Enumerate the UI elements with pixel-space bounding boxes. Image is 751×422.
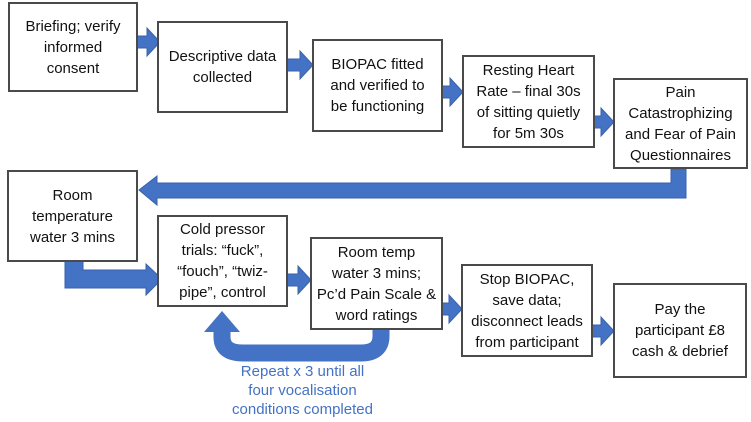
loop-arrow-repeat — [204, 311, 390, 362]
arrow-biopac-to-restinghr — [441, 76, 464, 108]
step-room-temp-water-2: Room temp water 3 mins; Pc’d Pain Scale … — [310, 237, 443, 330]
arrow-coldpressor-to-roomtemp2 — [286, 264, 312, 296]
step-room-temp-water-1: Room temperature water 3 mins — [7, 170, 138, 262]
step-biopac-fitted: BIOPAC fitted and verified to be functio… — [312, 39, 443, 132]
step-descriptive-data: Descriptive data collected — [157, 21, 288, 113]
loop-note: Repeat x 3 until all four vocalisation c… — [232, 363, 373, 418]
step-pay-participant-text: Pay the participant £8 cash & debrief — [632, 301, 728, 360]
step-room-temp-water-1-text: Room temperature water 3 mins — [29, 186, 116, 246]
step-stop-biopac-text: Stop BIOPAC, save data; disconnect leads… — [471, 270, 583, 351]
arrow-stopbiopac-to-pay — [591, 315, 615, 347]
step-briefing-text: Briefing; verify informed consent — [25, 17, 121, 77]
step-briefing: Briefing; verify informed consent — [8, 2, 138, 92]
step-stop-biopac: Stop BIOPAC, save data; disconnect leads… — [461, 264, 593, 357]
step-pay-participant: Pay the participant £8 cash & debrief — [613, 283, 747, 378]
arrow-roomtemp2-to-stopbiopac — [441, 293, 463, 325]
step-pain-questionnaires: Pain Catastrophizing and Fear of Pain Qu… — [613, 78, 748, 169]
step-resting-heart-rate-text: Resting Heart Rate – final 30s of sittin… — [476, 61, 581, 142]
step-cold-pressor-trials: Cold pressor trials: “fuck”, “fouch”, “t… — [157, 215, 288, 307]
step-biopac-fitted-text: BIOPAC fitted and verified to be functio… — [330, 56, 425, 115]
step-room-temp-water-2-text: Room temp water 3 mins; Pc’d Pain Scale … — [316, 243, 437, 324]
step-descriptive-data-text: Descriptive data collected — [168, 48, 277, 86]
step-pain-questionnaires-text: Pain Catastrophizing and Fear of Pain Qu… — [625, 83, 736, 164]
step-resting-heart-rate: Resting Heart Rate – final 30s of sittin… — [462, 55, 595, 148]
arrow-questionnaires-to-roomtemp1 — [138, 168, 687, 207]
arrow-restinghr-to-questionnaires — [593, 106, 615, 138]
arrow-descriptive-to-biopac — [286, 49, 314, 81]
arrow-roomtemp1-to-coldpressor — [64, 260, 163, 297]
step-cold-pressor-trials-text: Cold pressor trials: “fuck”, “fouch”, “t… — [177, 221, 268, 301]
